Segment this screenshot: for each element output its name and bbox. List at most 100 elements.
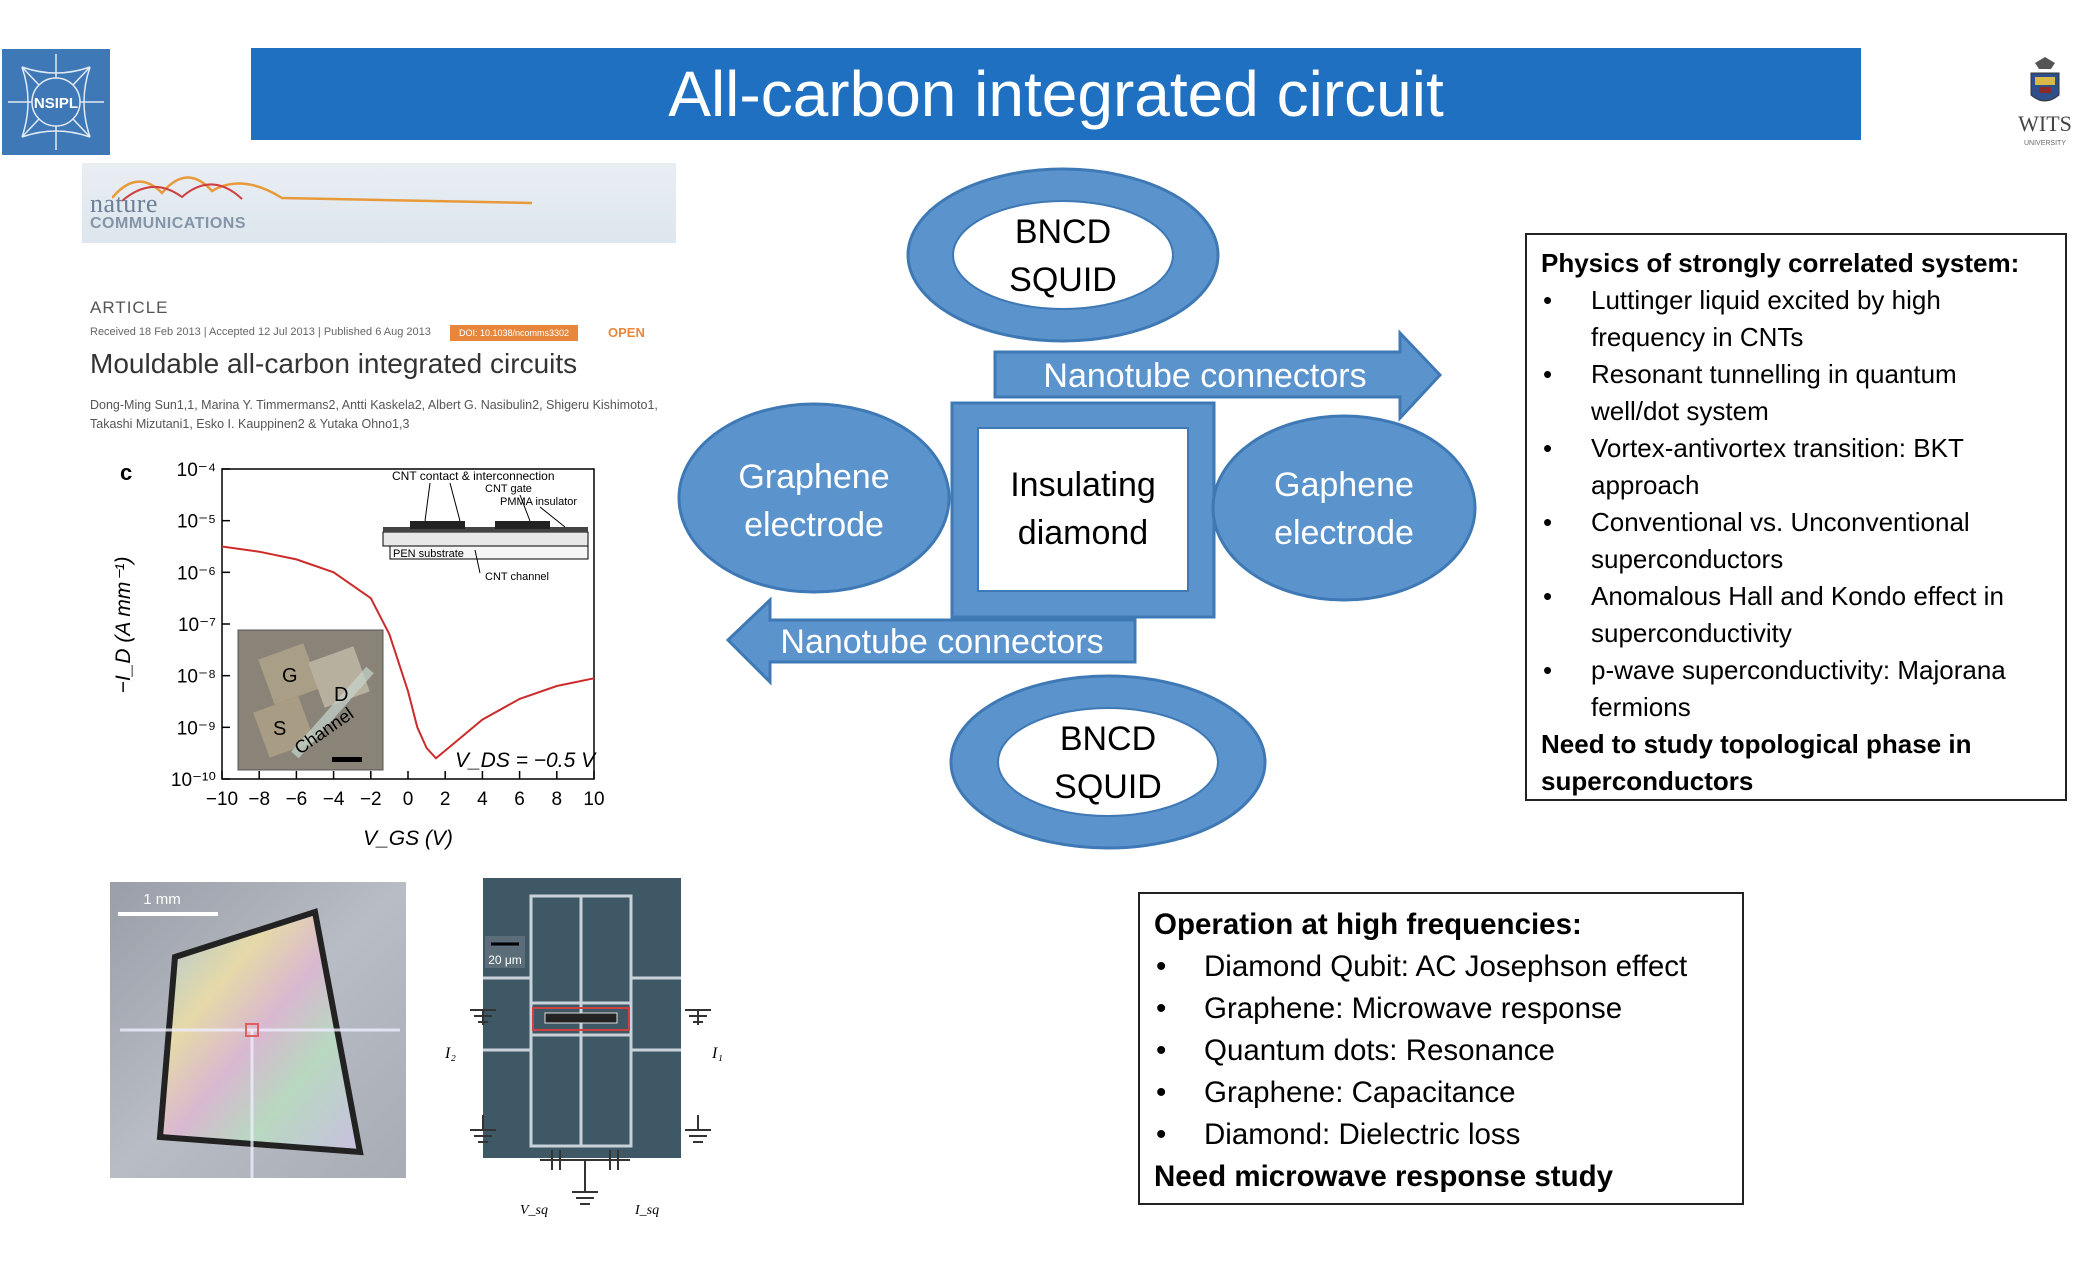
article-title: Mouldable all-carbon integrated circuits xyxy=(90,348,578,379)
insulating-diamond-block: Insulating diamond xyxy=(950,401,1216,619)
title-banner: All-carbon integrated circuit xyxy=(251,48,1861,140)
y-tick-label: 10⁻⁸ xyxy=(177,667,216,688)
list-item: Quantum dots: Resonance xyxy=(1154,1030,1728,1072)
slide-title: All-carbon integrated circuit xyxy=(668,58,1444,130)
nanotube-bottom-label: Nanotube connectors xyxy=(780,623,1103,661)
physics-footer: Need to study topological phase in super… xyxy=(1541,729,1972,796)
doi-badge: DOI: 10.1038/ncomms3302 xyxy=(450,325,578,341)
device-schematic-inset: CNT contact & interconnection CNT gate P… xyxy=(382,469,589,583)
y-tick-label: 10⁻⁴ xyxy=(177,460,216,481)
article-meta: Received 18 Feb 2013 | Accepted 12 Jul 2… xyxy=(90,326,431,338)
y-tick-label: 10⁻⁵ xyxy=(177,512,216,533)
wits-logo-text: WITS xyxy=(2018,111,2072,136)
circuit-annotations: I₂ I₁ V_sq I_sq xyxy=(444,1009,723,1218)
squid-circuit-photo: 20 μm xyxy=(483,878,681,1158)
nsipl-logo-text: NSIPL xyxy=(34,95,78,112)
ops-list: Diamond Qubit: AC Josephson effect Graph… xyxy=(1154,946,1728,1156)
x-tick-label: −4 xyxy=(323,789,345,810)
graphene-right-line2: electrode xyxy=(1274,514,1414,552)
vds-label: V_DS = −0.5 V xyxy=(455,749,597,772)
y-tick-label: 10⁻⁷ xyxy=(178,615,216,636)
inset-cnt-gate: CNT gate xyxy=(485,483,532,495)
panel-label: c xyxy=(120,460,132,485)
label-i1: I₁ xyxy=(711,1045,723,1062)
y-tick-label: 10⁻⁹ xyxy=(177,718,216,739)
list-item: Vortex-antivortex transition: BKT approa… xyxy=(1541,430,2051,504)
central-diagram: BNCD SQUID Nanotube connectors Graphene … xyxy=(677,167,1477,850)
operations-text-box: Operation at high frequencies: Diamond Q… xyxy=(1138,892,1744,1205)
graphene-electrode-left: Graphene electrode xyxy=(677,402,951,594)
wits-logo: WITS UNIVERSITY xyxy=(2005,55,2085,155)
photo-label-s: S xyxy=(273,718,286,740)
authors-line-2: Takashi Mizutani1, Esko I. Kauppinen2 & … xyxy=(90,417,410,431)
graphene-electrode-right: Gaphene electrode xyxy=(1211,414,1477,602)
x-tick-label: 4 xyxy=(477,789,488,810)
nanotube-connector-arrow-bottom: Nanotube connectors xyxy=(725,596,1137,686)
x-tick-label: −10 xyxy=(206,789,238,810)
list-item: Graphene: Microwave response xyxy=(1154,988,1728,1030)
graphene-left-line2: electrode xyxy=(744,506,884,544)
physics-text-box: Physics of strongly correlated system: L… xyxy=(1525,233,2067,801)
center-line2: diamond xyxy=(1018,514,1148,552)
inset-pmma: PMMA insulator xyxy=(500,496,577,508)
nanotube-top-label: Nanotube connectors xyxy=(1043,357,1366,395)
ops-heading: Operation at high frequencies: xyxy=(1154,908,1582,941)
x-tick-label: −8 xyxy=(248,789,270,810)
label-i2: I₂ xyxy=(444,1045,456,1062)
x-tick-label: 6 xyxy=(514,789,525,810)
device-photo-inset: G D S Channel xyxy=(237,629,384,771)
inset-cnt-channel: CNT channel xyxy=(485,571,549,583)
journal-name: nature xyxy=(90,189,158,218)
graphene-right-line1: Gaphene xyxy=(1274,466,1414,504)
bncd-top-line1: BNCD xyxy=(1015,213,1111,251)
nanotube-connector-arrow-top: Nanotube connectors xyxy=(993,329,1443,422)
list-item: Anomalous Hall and Kondo effect in super… xyxy=(1541,578,2051,652)
bncd-squid-top: BNCD SQUID xyxy=(906,167,1220,343)
list-item: Resonant tunnelling in quantum well/dot … xyxy=(1541,356,2051,430)
inset-pen: PEN substrate xyxy=(393,548,464,560)
list-item: Luttinger liquid excited by high frequen… xyxy=(1541,282,2051,356)
right-photo-scale: 20 μm xyxy=(488,953,522,967)
id-vgs-curve xyxy=(221,545,595,760)
wits-logo-subtext: UNIVERSITY xyxy=(2024,140,2066,147)
article-label: ARTICLE xyxy=(90,298,169,317)
x-tick-label: 8 xyxy=(552,789,563,810)
photo-label-d: D xyxy=(334,684,348,706)
list-item: p-wave superconductivity: Majorana fermi… xyxy=(1541,652,2051,726)
bncd-bottom-line2: SQUID xyxy=(1054,768,1162,806)
plot-xlabel: V_GS (V) xyxy=(363,827,453,850)
bncd-top-line2: SQUID xyxy=(1009,261,1117,299)
inset-cnt-contact: CNT contact & interconnection xyxy=(392,469,555,483)
graphene-left-line1: Graphene xyxy=(738,458,889,496)
x-tick-label: 0 xyxy=(403,789,414,810)
physics-heading: Physics of strongly correlated system: xyxy=(1541,248,2020,278)
transfer-curve-plot: c 10⁻⁴10⁻⁵10⁻⁶10⁻⁷10⁻⁸10⁻⁹10⁻¹⁰ −10−8−6−… xyxy=(112,460,605,850)
y-tick-label: 10⁻⁶ xyxy=(177,563,216,584)
list-item: Diamond: Dielectric loss xyxy=(1154,1114,1728,1156)
journal-subname: COMMUNICATIONS xyxy=(90,215,247,232)
x-tick-label: 10 xyxy=(583,789,604,810)
x-axis-ticks: −10 −8 −6 −4 −2 0 2 4 6 8 10 xyxy=(206,771,605,810)
graphene-flake-photo: 1 mm xyxy=(110,882,406,1178)
article-authors: Dong-Ming Sun1,1, Marina Y. Timmermans2,… xyxy=(90,396,690,434)
x-tick-label: 2 xyxy=(440,789,451,810)
y-axis-ticks: 10⁻⁴ 10⁻⁵ 10⁻⁶ 10⁻⁷ 10⁻⁸ 10⁻⁹ 10⁻¹⁰ xyxy=(171,460,230,791)
x-tick-label: −6 xyxy=(286,789,308,810)
ops-footer: Need microwave response study xyxy=(1154,1160,1614,1193)
x-tick-label: −2 xyxy=(360,789,382,810)
authors-line-1: Dong-Ming Sun1,1, Marina Y. Timmermans2,… xyxy=(90,398,658,412)
label-isq: I_sq xyxy=(634,1203,659,1218)
list-item: Graphene: Capacitance xyxy=(1154,1072,1728,1114)
plot-ylabel: −I_D (A mm⁻¹) xyxy=(112,557,135,694)
left-photo-scale: 1 mm xyxy=(143,891,181,908)
open-badge: OPEN xyxy=(608,325,645,340)
bncd-bottom-line1: BNCD xyxy=(1060,720,1156,758)
nsipl-logo: NSIPL xyxy=(2,49,110,155)
photo-label-g: G xyxy=(282,665,298,687)
y-tick-label: 10⁻¹⁰ xyxy=(171,770,216,791)
list-item: Conventional vs. Unconventional supercon… xyxy=(1541,504,2051,578)
journal-header: nature COMMUNICATIONS xyxy=(82,163,676,243)
list-item: Diamond Qubit: AC Josephson effect xyxy=(1154,946,1728,988)
bncd-squid-bottom: BNCD SQUID xyxy=(949,674,1267,850)
label-vsq: V_sq xyxy=(520,1203,548,1218)
